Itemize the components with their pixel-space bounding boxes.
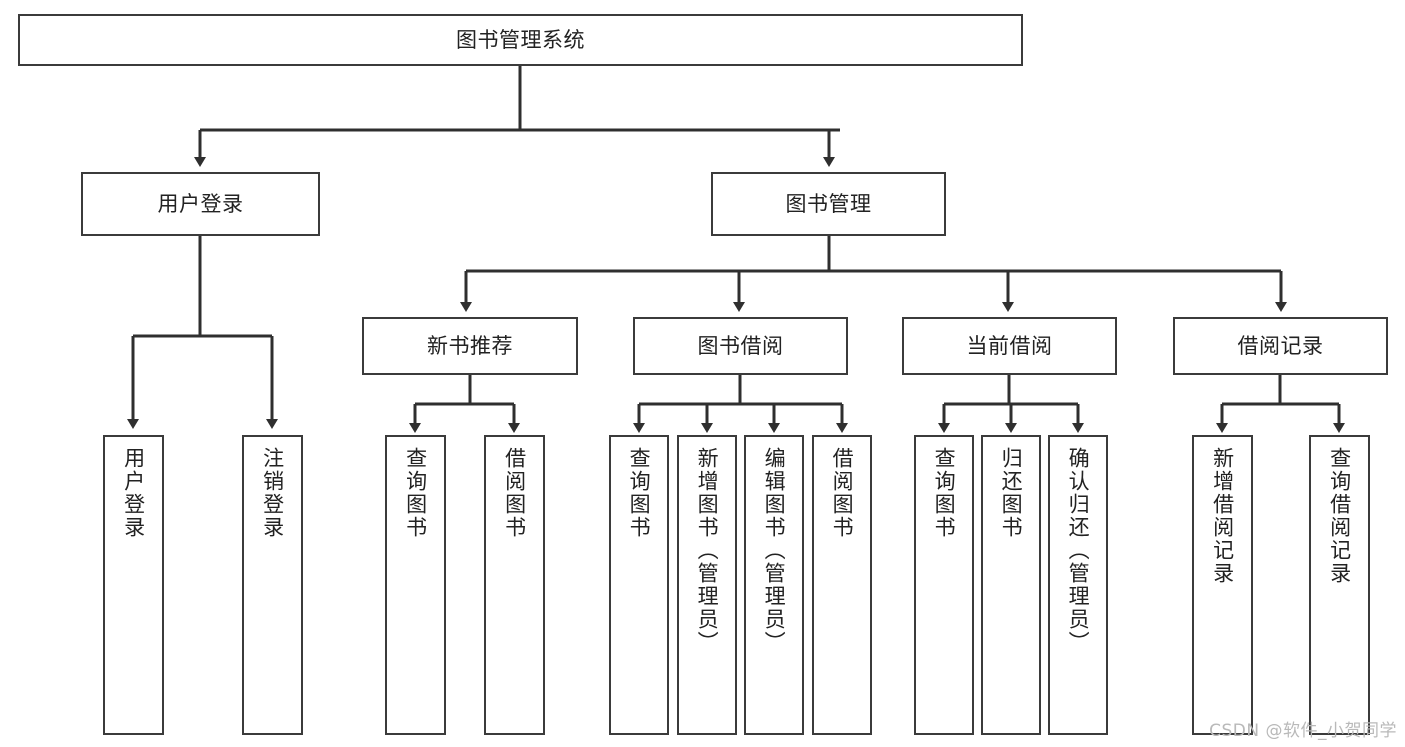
leaf-label: 归还图书 <box>999 447 1024 539</box>
node-book-management-label: 图书管理 <box>785 191 872 216</box>
node-borrow-records-label: 借阅记录 <box>1237 333 1324 358</box>
node-book-borrow[interactable]: 图书借阅 <box>633 317 848 375</box>
leaf-current-borrow-query-book[interactable]: 查询图书 <box>914 435 974 735</box>
leaf-current-borrow-return-book[interactable]: 归还图书 <box>981 435 1041 735</box>
leaf-label: 确认归还（管理员） <box>1066 447 1091 654</box>
node-current-borrow-label: 当前借阅 <box>966 333 1053 358</box>
leaf-borrow-records-query-record[interactable]: 查询借阅记录 <box>1309 435 1370 735</box>
leaf-label: 注销登录 <box>260 447 285 539</box>
leaf-label: 查询图书 <box>403 447 428 539</box>
node-borrow-records[interactable]: 借阅记录 <box>1173 317 1388 375</box>
watermark: CSDN @软件_小贺同学 <box>1209 721 1397 741</box>
leaf-label: 新增图书（管理员） <box>695 447 720 654</box>
node-user-login-label: 用户登录 <box>157 191 244 216</box>
leaf-user-login-login[interactable]: 用户登录 <box>103 435 164 735</box>
leaf-current-borrow-confirm-return[interactable]: 确认归还（管理员） <box>1048 435 1108 735</box>
leaf-label: 查询借阅记录 <box>1327 447 1352 585</box>
leaf-label: 借阅图书 <box>830 447 855 539</box>
node-new-book-recommend[interactable]: 新书推荐 <box>362 317 578 375</box>
leaf-label: 查询图书 <box>932 447 957 539</box>
node-user-login[interactable]: 用户登录 <box>81 172 320 236</box>
node-root-label: 图书管理系统 <box>456 27 585 52</box>
leaf-new-book-borrow-book[interactable]: 借阅图书 <box>484 435 545 735</box>
leaf-book-borrow-edit-book[interactable]: 编辑图书（管理员） <box>744 435 804 735</box>
leaf-user-login-logout[interactable]: 注销登录 <box>242 435 303 735</box>
node-book-management[interactable]: 图书管理 <box>711 172 946 236</box>
leaf-book-borrow-borrow-book[interactable]: 借阅图书 <box>812 435 872 735</box>
leaf-label: 查询图书 <box>627 447 652 539</box>
leaf-label: 编辑图书（管理员） <box>762 447 787 654</box>
leaf-book-borrow-add-book[interactable]: 新增图书（管理员） <box>677 435 737 735</box>
leaf-label: 用户登录 <box>121 447 146 539</box>
leaf-book-borrow-query-book[interactable]: 查询图书 <box>609 435 669 735</box>
node-current-borrow[interactable]: 当前借阅 <box>902 317 1117 375</box>
node-root[interactable]: 图书管理系统 <box>18 14 1023 66</box>
node-new-book-recommend-label: 新书推荐 <box>427 333 513 358</box>
leaf-new-book-query-book[interactable]: 查询图书 <box>385 435 446 735</box>
leaf-label: 借阅图书 <box>502 447 527 539</box>
leaf-label: 新增借阅记录 <box>1210 447 1235 585</box>
node-book-borrow-label: 图书借阅 <box>697 333 784 358</box>
leaf-borrow-records-add-record[interactable]: 新增借阅记录 <box>1192 435 1253 735</box>
